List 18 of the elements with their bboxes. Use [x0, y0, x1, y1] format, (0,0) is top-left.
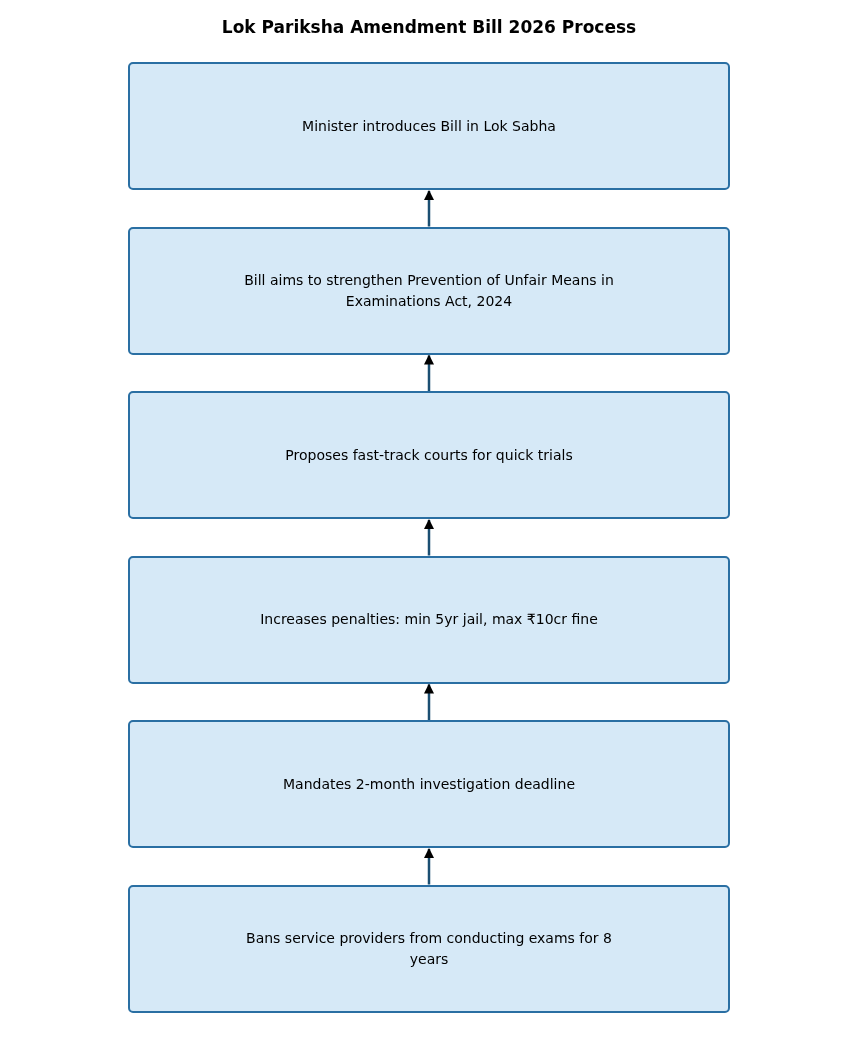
process-box — [128, 884, 730, 1013]
step-text: Proposes fast-track courts for quick trials — [285, 445, 573, 465]
process-box — [128, 226, 730, 355]
arrow — [424, 683, 434, 720]
step-text: Minister introduces Bill in Lok Sabha — [302, 116, 556, 136]
process-box — [128, 391, 730, 519]
arrow — [424, 190, 434, 227]
process-box — [128, 720, 730, 848]
step-text: Bill aims to strengthen Prevention of Unfair Means in Examinations Act, 2024 — [243, 271, 615, 311]
step-text: Bans service providers from conducting exams for 8 years — [245, 929, 613, 969]
process-box — [128, 62, 730, 190]
step-text: Increases penalties: min 5yr jail, max ₹10cr fine — [260, 610, 598, 630]
step-text: Mandates 2-month investigation deadline — [283, 774, 575, 794]
process-box — [128, 555, 730, 684]
arrow — [424, 354, 434, 391]
arrow — [424, 848, 434, 885]
diagram-title: Lok Pariksha Amendment Bill 2026 Process — [220, 17, 638, 37]
arrow — [424, 519, 434, 556]
